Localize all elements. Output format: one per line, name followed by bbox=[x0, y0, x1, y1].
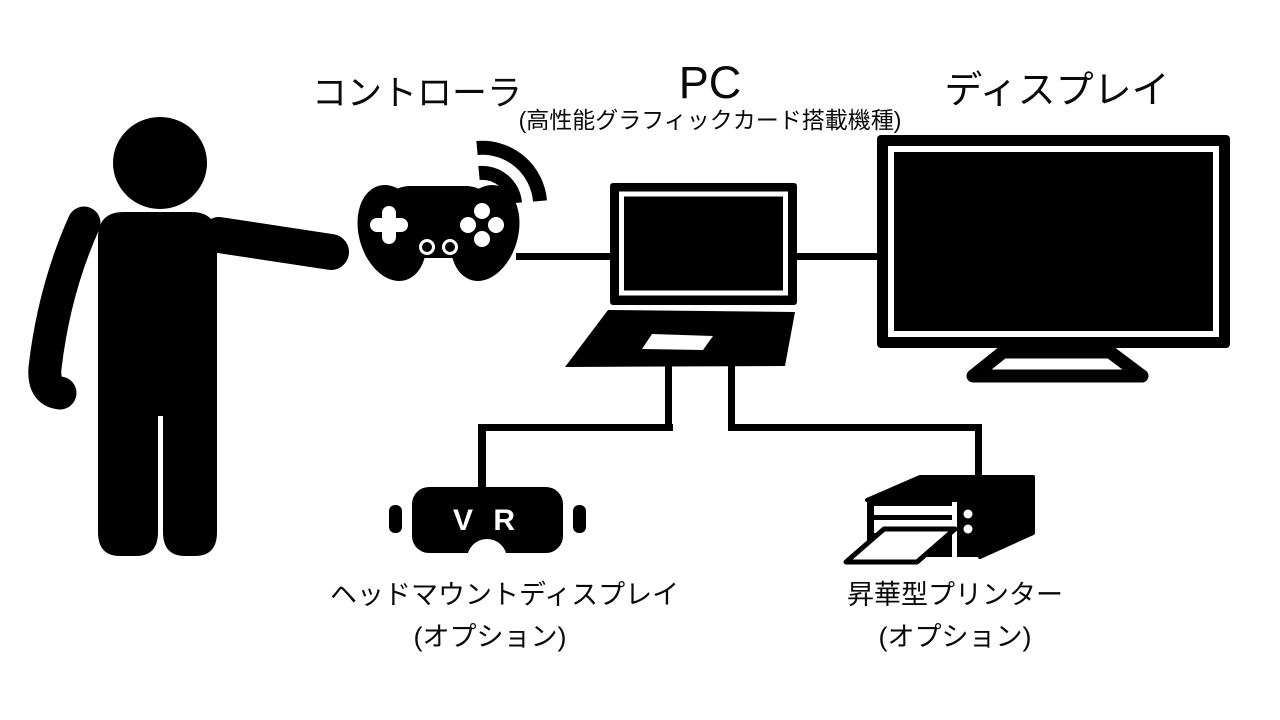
controller-dpad bbox=[370, 206, 408, 244]
vr-badge-text: V R bbox=[453, 504, 521, 537]
hmd-label-subtitle: (オプション) bbox=[413, 621, 567, 652]
tv-frame bbox=[877, 135, 1230, 348]
laptop-screen-border bbox=[619, 191, 788, 296]
person-head bbox=[113, 117, 207, 209]
person-left-leg bbox=[98, 400, 158, 556]
hmd-label-title: ヘッドマウントディスプレイ bbox=[330, 580, 680, 610]
controller-menu-buttons bbox=[419, 239, 458, 255]
pc-label-title: PC bbox=[678, 57, 742, 108]
pc-label-subtitle: (高性能グラフィックカード搭載機種) bbox=[518, 107, 902, 133]
tv-screen-border bbox=[888, 146, 1219, 337]
person-right-arm bbox=[201, 217, 349, 270]
display-label: ディスプレイ bbox=[944, 70, 1170, 112]
tv-stand bbox=[966, 345, 1149, 383]
tv-icon bbox=[877, 135, 1230, 383]
printer-button-top bbox=[963, 509, 973, 519]
connector-lines bbox=[478, 253, 982, 500]
person-silhouette-icon bbox=[28, 117, 349, 556]
connector-pc-down-right bbox=[728, 364, 735, 431]
controller-label: コントローラ bbox=[311, 74, 522, 113]
controller-body bbox=[357, 185, 520, 281]
laptop-screen-frame bbox=[610, 183, 797, 305]
vr-body bbox=[412, 487, 563, 553]
pc-label: PC (高性能グラフィックカード搭載機種) bbox=[510, 60, 910, 133]
connector-drop-to-hmd bbox=[478, 424, 486, 490]
wireless-signal-icon bbox=[476, 140, 547, 205]
person-right-leg bbox=[163, 400, 217, 556]
printer-slot-top bbox=[874, 506, 952, 515]
connector-drop-to-printer bbox=[975, 424, 982, 500]
person-torso bbox=[98, 212, 217, 416]
vr-headset-icon: V R bbox=[389, 487, 586, 579]
connector-pc-to-display bbox=[795, 253, 879, 260]
printer-label-subtitle: (オプション) bbox=[878, 621, 1032, 652]
printer-label: 昇華型プリンター (オプション) bbox=[820, 575, 1090, 659]
printer-icon bbox=[843, 475, 1035, 565]
connector-branch-to-printer bbox=[728, 424, 982, 431]
vr-strap-left bbox=[389, 505, 402, 533]
controller-action-buttons bbox=[460, 203, 504, 247]
laptop-icon bbox=[565, 183, 797, 367]
person-left-arm bbox=[28, 206, 101, 410]
connector-pc-down-left bbox=[665, 364, 672, 431]
vr-nose-notch bbox=[467, 539, 507, 579]
laptop-touchpad bbox=[642, 334, 713, 350]
printer-paper bbox=[843, 526, 958, 565]
game-controller-icon bbox=[357, 140, 547, 281]
connector-controller-to-pc bbox=[516, 253, 614, 260]
connector-branch-to-hmd bbox=[478, 424, 673, 431]
printer-button-bottom bbox=[963, 524, 973, 534]
vr-strap-right bbox=[573, 505, 586, 533]
hmd-label: ヘッドマウントディスプレイ (オプション) bbox=[330, 575, 679, 659]
printer-label-title: 昇華型プリンター bbox=[847, 580, 1063, 610]
